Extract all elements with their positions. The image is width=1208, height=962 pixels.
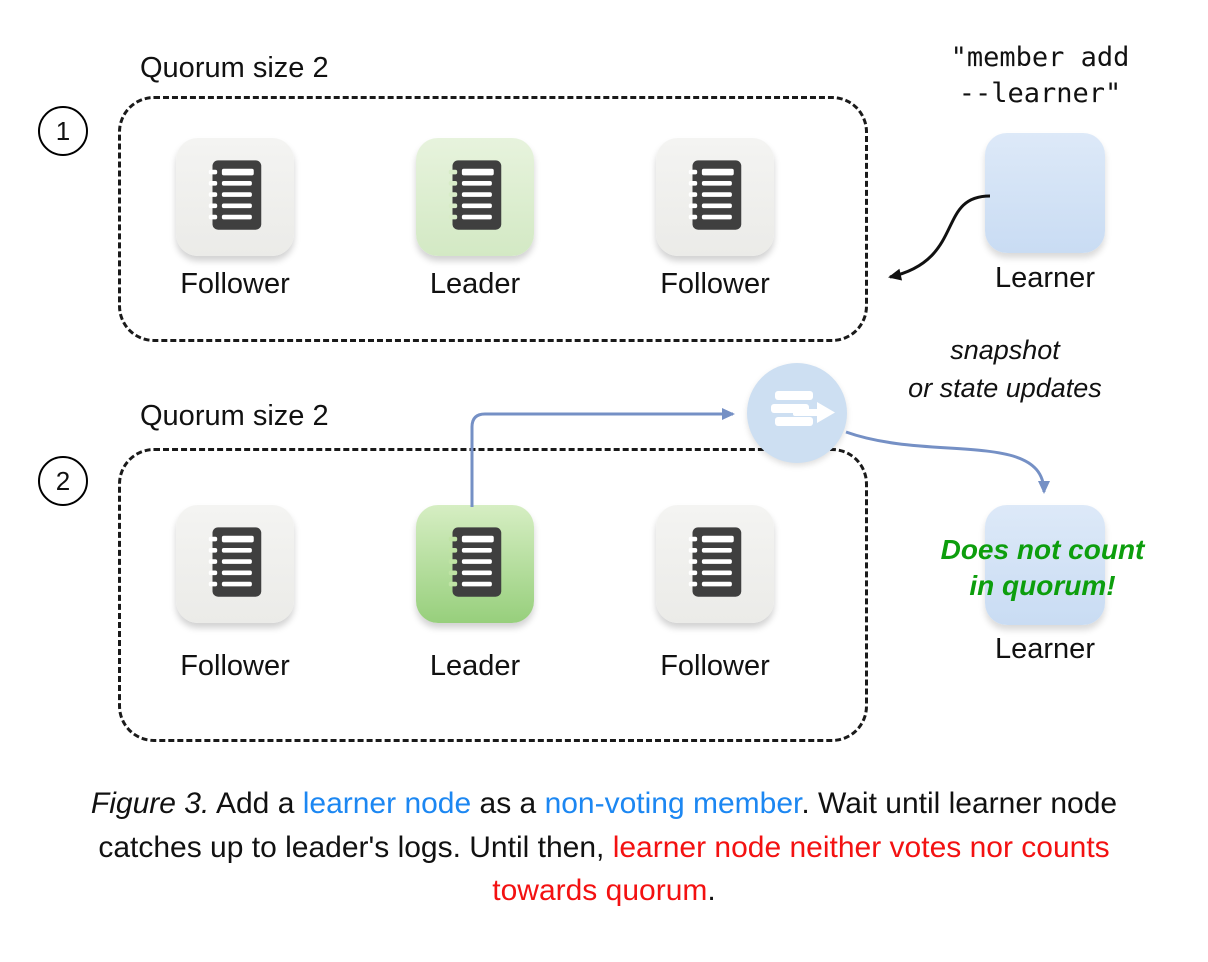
- command-line-2: --learner": [958, 78, 1122, 110]
- step-2-number: 2: [55, 465, 71, 496]
- figure-caption: Figure 3. Add a learner node as a non-vo…: [84, 782, 1124, 913]
- caption-figure-number: Figure 3.: [90, 787, 210, 820]
- follower-label: Follower: [180, 268, 290, 300]
- ledger-icon: [205, 158, 265, 237]
- step-2-badge: 2: [38, 456, 88, 506]
- ledger-icon: [205, 525, 265, 604]
- follower-label: Follower: [660, 650, 770, 682]
- learner-node: [985, 133, 1105, 253]
- step-1-number: 1: [55, 115, 71, 146]
- annotation-line-1: snapshot: [950, 335, 1060, 365]
- command-line-1: "member add: [950, 42, 1130, 73]
- leader-label: Leader: [429, 650, 521, 682]
- follower-node: [656, 505, 774, 623]
- snapshot-annotation: snapshot or state updates: [850, 332, 1160, 408]
- ledger-icon: [445, 158, 505, 237]
- member-add-command: "member add --learner": [880, 40, 1200, 113]
- quorum-label-step2: Quorum size 2: [140, 400, 329, 432]
- learner-label: Learner: [995, 262, 1095, 294]
- quorum-label-step1: Quorum size 2: [140, 52, 329, 84]
- quorum-note-line-2: in quorum!: [969, 570, 1116, 602]
- caption-learner-node-link: learner node: [302, 787, 472, 820]
- follower-node: [176, 505, 294, 623]
- caption-nonvoting-member-link: non-voting member: [544, 787, 802, 820]
- leader-node: [416, 505, 534, 623]
- caption-text: Add a: [209, 787, 303, 820]
- caption-text: .: [707, 874, 716, 907]
- learner-node: [985, 505, 1105, 625]
- quorum-note: Does not count in quorum!: [885, 532, 1200, 605]
- ledger-icon: [685, 525, 745, 604]
- ledger-icon: [685, 158, 745, 237]
- learner-label: Learner: [995, 633, 1095, 665]
- leader-label: Leader: [429, 268, 521, 300]
- snapshot-transfer-icon: [745, 361, 849, 470]
- cluster-box-step1: [118, 96, 868, 342]
- follower-node: [176, 138, 294, 256]
- quorum-note-line-1: Does not count: [940, 534, 1145, 565]
- snapshot-to-learner-arrow: [845, 430, 1050, 494]
- caption-warning-text: learner node neither votes nor counts to…: [492, 830, 1110, 908]
- caption-text: as a: [471, 787, 545, 820]
- step-1-badge: 1: [38, 106, 88, 156]
- annotation-line-2: or state updates: [908, 372, 1102, 403]
- follower-label: Follower: [180, 650, 290, 682]
- leader-node: [416, 138, 534, 256]
- caption-text: . Wait until learner node catches up to …: [98, 787, 1118, 864]
- follower-label: Follower: [660, 268, 770, 300]
- ledger-icon: [445, 525, 505, 604]
- follower-node: [656, 138, 774, 256]
